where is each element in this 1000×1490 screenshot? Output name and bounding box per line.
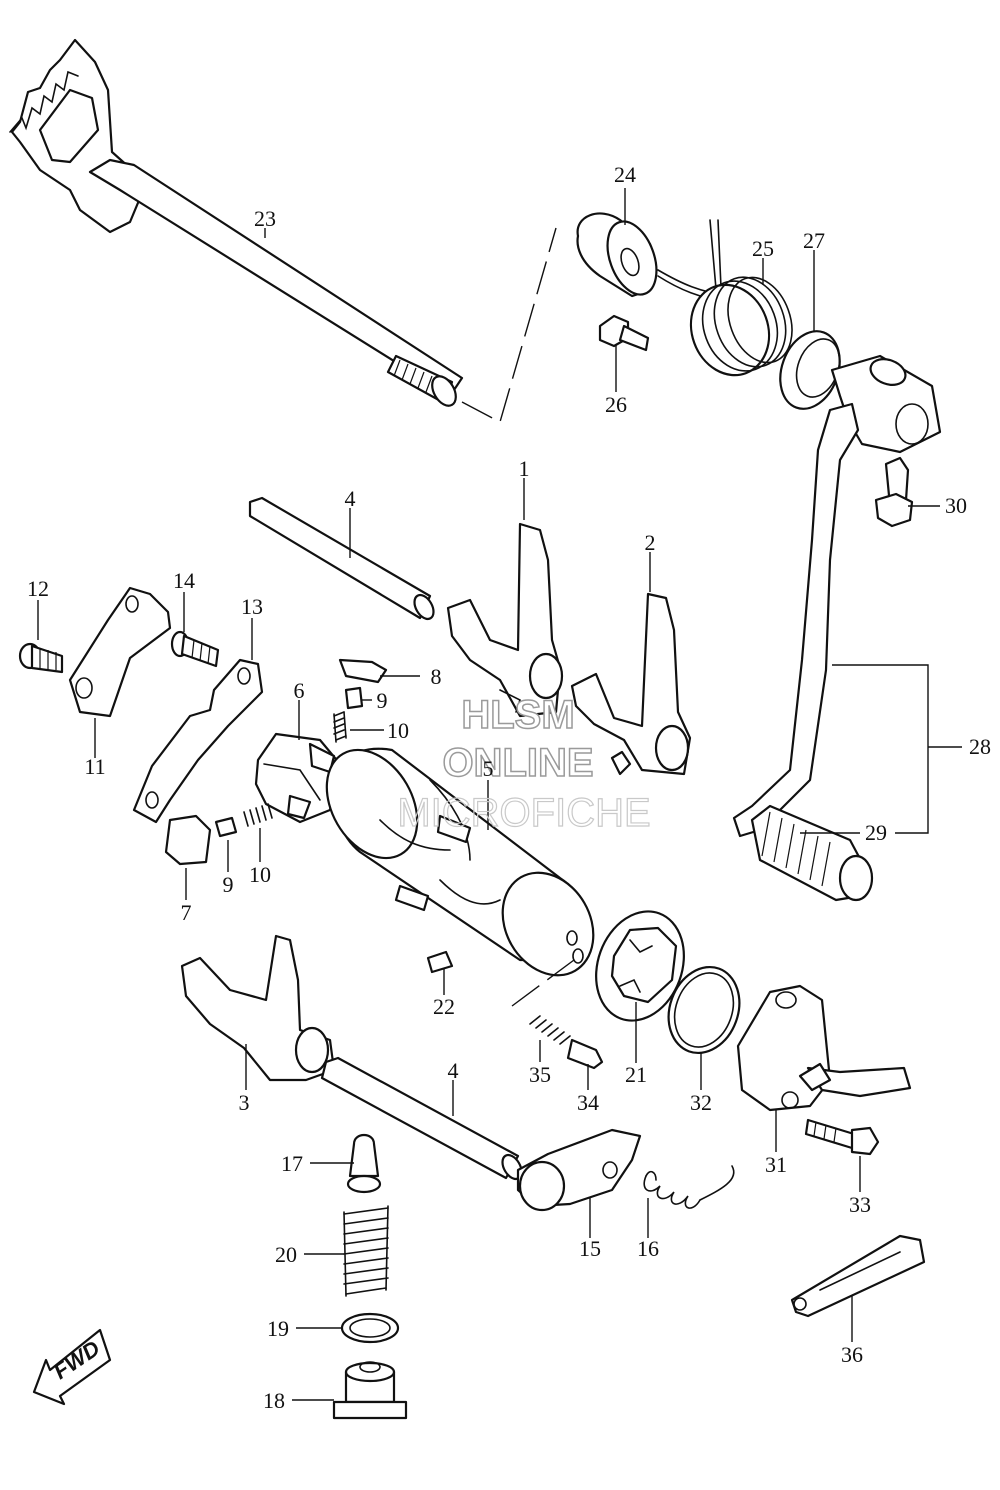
label-part-27: 27 (803, 228, 825, 253)
label-part-16: 16 (637, 1236, 659, 1261)
part-29-lever-rubber (750, 804, 874, 902)
label-part-20: 20 (275, 1242, 297, 1267)
label-part-3: 3 (239, 1090, 250, 1115)
part-14-screw (170, 630, 220, 668)
part-9-pin-lower (214, 816, 238, 838)
part-9-pin-upper (344, 686, 364, 710)
part-20-spring (343, 1205, 389, 1297)
label-part-35: 35 (529, 1062, 551, 1087)
label-part-2: 2 (645, 530, 656, 555)
label-part-33: 33 (849, 1192, 871, 1217)
label-part-5: 5 (483, 756, 494, 781)
part-4-fork-shaft-lower (320, 1056, 523, 1181)
label-part-17: 17 (281, 1151, 303, 1176)
part-number-labels: 1 2 3 4 4 5 6 7 8 9 9 10 10 11 12 13 14 … (27, 162, 991, 1413)
part-35-spring (529, 1015, 571, 1045)
part-11-plate (68, 586, 172, 718)
part-15-shift-arm (516, 1128, 642, 1212)
label-part-4-upper: 4 (345, 486, 356, 511)
part-24-collar (576, 212, 658, 298)
watermark-line-1: HLSM (461, 693, 574, 737)
part-25-spring (657, 219, 793, 377)
watermark-line-3: MICROFICHE (397, 791, 650, 835)
label-part-1: 1 (519, 456, 530, 481)
part-21-cam-gear (595, 910, 685, 1022)
label-part-28: 28 (969, 734, 991, 759)
part-3-shift-fork (180, 934, 336, 1082)
label-part-31: 31 (765, 1152, 787, 1177)
label-part-25: 25 (752, 236, 774, 261)
part-10-spring-lower (243, 803, 273, 827)
part-1-shift-fork (446, 522, 564, 718)
label-part-22: 22 (433, 994, 455, 1019)
part-6-cam-plate (254, 732, 342, 824)
part-7-block (164, 814, 212, 866)
part-32-o-ring (667, 965, 741, 1055)
part-30-bolt (874, 456, 914, 528)
label-part-8: 8 (431, 664, 442, 689)
part-33-bolt (804, 1118, 880, 1156)
part-31-sensor (736, 984, 912, 1112)
label-part-15: 15 (579, 1236, 601, 1261)
label-part-24: 24 (614, 162, 636, 187)
part-4-fork-shaft-upper (248, 496, 435, 621)
label-part-21: 21 (625, 1062, 647, 1087)
watermark: HLSM ONLINE MICROFICHE (397, 692, 652, 835)
part-10-spring-upper (333, 711, 347, 743)
label-part-32: 32 (690, 1090, 712, 1115)
label-part-23: 23 (254, 206, 276, 231)
part-34-pin (566, 1038, 604, 1070)
part-19-washer (340, 1312, 400, 1344)
label-part-18: 18 (263, 1388, 285, 1413)
label-part-26: 26 (605, 392, 627, 417)
part-28-gearshift-lever (732, 354, 942, 838)
label-part-34: 34 (577, 1090, 599, 1115)
label-part-7: 7 (181, 900, 192, 925)
part-18-plug (332, 1361, 408, 1420)
label-part-12: 12 (27, 576, 49, 601)
label-part-11: 11 (84, 754, 105, 779)
label-part-19: 19 (267, 1316, 289, 1341)
label-part-4-lower: 4 (448, 1058, 459, 1083)
label-part-10-lower: 10 (249, 862, 271, 887)
leader-lines (37, 188, 962, 1401)
label-part-36: 36 (841, 1342, 863, 1367)
label-part-14: 14 (173, 568, 195, 593)
part-23-gearshift-shaft (9, 38, 464, 407)
watermark-line-2: ONLINE (442, 741, 593, 785)
part-26-bolt (598, 314, 650, 352)
part-16-spring (643, 1165, 735, 1209)
label-part-6: 6 (294, 678, 305, 703)
label-part-30: 30 (945, 493, 967, 518)
part-36-bracket (790, 1234, 926, 1318)
part-5-gearshift-cam (325, 747, 595, 977)
label-part-9-lower: 9 (223, 872, 234, 897)
part-22-pin (426, 950, 454, 974)
fwd-arrow-icon: FWD (32, 1328, 112, 1406)
label-part-13: 13 (241, 594, 263, 619)
part-8-pin (338, 658, 388, 684)
part-2-shift-fork (570, 592, 692, 776)
part-12-screw (18, 642, 64, 674)
part-17-pin (346, 1133, 382, 1194)
part-13-stopper-plate (132, 658, 264, 824)
label-part-29: 29 (865, 820, 887, 845)
label-part-9-upper: 9 (377, 688, 388, 713)
label-part-10-upper: 10 (387, 718, 409, 743)
